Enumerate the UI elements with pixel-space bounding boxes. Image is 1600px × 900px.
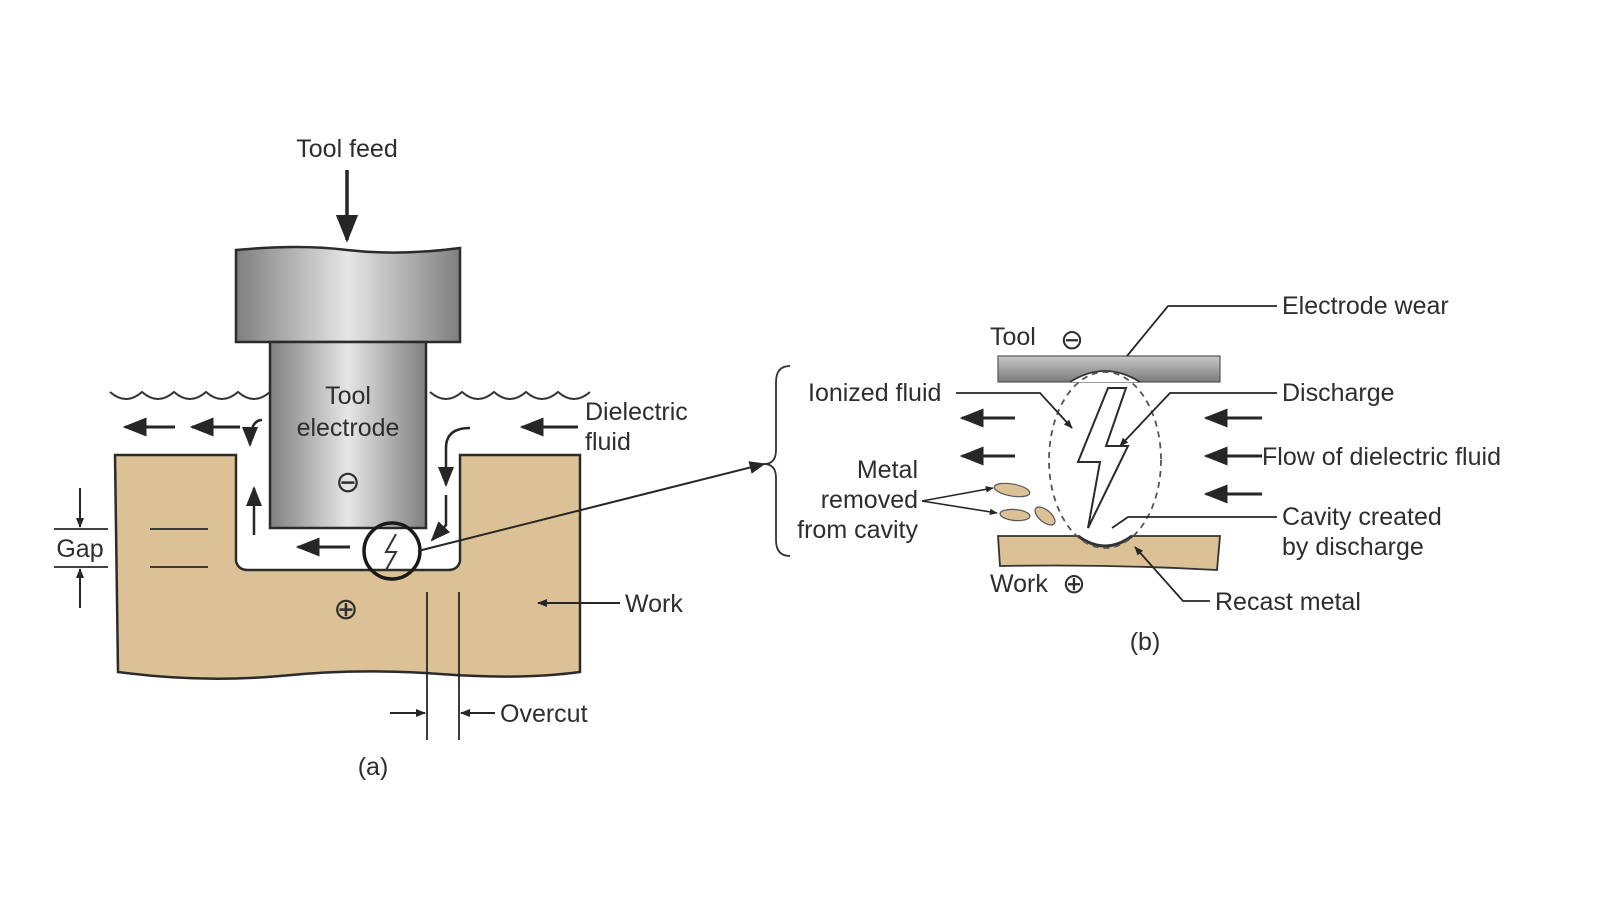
electrode-wear-label: Electrode wear — [1282, 292, 1449, 320]
fluid-surface-left — [109, 390, 271, 400]
work-label: Work — [625, 590, 683, 618]
gap-label: Gap — [56, 535, 103, 563]
cavity-label-line2: by discharge — [1282, 533, 1424, 561]
tool-feed-label: Tool feed — [296, 135, 397, 163]
ionized-fluid-leader — [956, 392, 1073, 429]
flow-arrow — [242, 418, 263, 447]
metal-particle — [999, 508, 1031, 522]
recast-metal-label: Recast metal — [1215, 588, 1361, 616]
dielectric-fluid-label-line1: Dielectric — [585, 398, 688, 426]
discharge-label: Discharge — [1282, 379, 1395, 407]
caption-b: (b) — [1130, 628, 1161, 656]
tool-negative-polarity-icon: ⊖ — [335, 466, 360, 499]
overcut-label: Overcut — [500, 700, 588, 728]
panel-a: Tool feed Tool electrode ⊖ Dielectric fl… — [54, 135, 766, 781]
discharge-leader — [1119, 392, 1277, 447]
metal-removed-label-line3: from cavity — [797, 516, 918, 544]
work-positive-polarity-icon: ⊕ — [333, 593, 358, 626]
electrode-wear-leader — [1126, 305, 1277, 357]
workpiece — [113, 453, 582, 680]
recast-metal-layer — [1077, 534, 1133, 548]
tool-electrode-label-line2: electrode — [297, 414, 400, 442]
ionized-fluid-label: Ionized fluid — [808, 379, 941, 407]
detail-brace — [763, 365, 791, 557]
dielectric-fluid-label-line2: fluid — [585, 428, 631, 456]
detail-leader-arrow — [417, 461, 766, 552]
flow-arrow — [438, 426, 471, 487]
work-label: Work — [990, 570, 1048, 598]
work-positive-polarity-icon: ⊕ — [1062, 568, 1085, 599]
metal-particle — [993, 482, 1031, 498]
cavity-label-line1: Cavity created — [1282, 503, 1442, 531]
metal-removed-label-line2: removed — [821, 486, 918, 514]
metal-removed-leader — [921, 486, 994, 502]
flow-of-dielectric-label: Flow of dielectric fluid — [1262, 443, 1501, 471]
tool-electrode — [268, 340, 428, 530]
caption-a: (a) — [358, 753, 389, 781]
tool-negative-polarity-icon: ⊖ — [1060, 324, 1083, 355]
ionized-fluid-column — [1048, 371, 1162, 549]
discharge-bolt-icon — [1076, 387, 1130, 529]
panel-b: Tool ⊖ Work ⊕ Ionized fluid Metal remove… — [763, 292, 1501, 656]
metal-particle — [1034, 506, 1056, 526]
cavity-leader — [1111, 516, 1277, 529]
tool-label: Tool — [990, 323, 1036, 351]
work-plate — [997, 535, 1221, 571]
recast-metal-leader — [1134, 546, 1210, 602]
tool-holder — [234, 245, 462, 344]
flow-arrow — [430, 495, 451, 542]
fluid-surface-right — [429, 390, 591, 400]
tool-electrode-label-line1: Tool — [325, 382, 371, 410]
spark-icon — [384, 533, 398, 571]
metal-removed-leader — [921, 500, 998, 516]
metal-removed-label-line1: Metal — [857, 456, 918, 484]
